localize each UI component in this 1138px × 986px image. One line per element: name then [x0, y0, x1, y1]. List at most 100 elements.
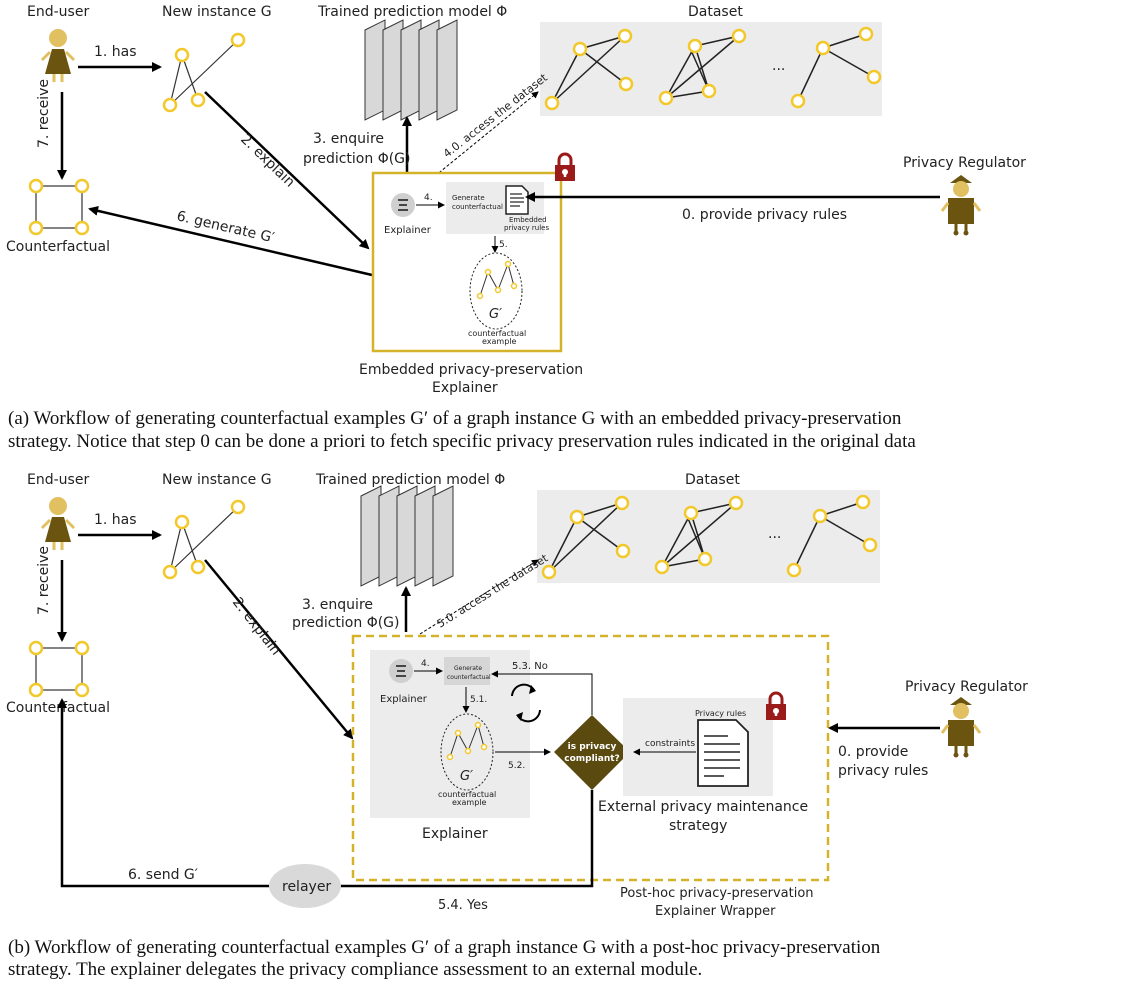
g-prime-label-b: G′: [460, 769, 473, 784]
privacy-regulator-label-b: Privacy Regulator: [905, 679, 1028, 695]
privacy-regulator-label: Privacy Regulator: [903, 155, 1026, 171]
prediction-model-icon-b: [360, 485, 454, 587]
generate-cf-label-1: Generate: [452, 194, 485, 202]
enquire-label-2-b: prediction Φ(G): [292, 615, 399, 631]
dataset-label: Dataset: [688, 4, 743, 20]
privacy-rules-document-icon: [697, 719, 749, 787]
wrapper-label-2: Explainer Wrapper: [655, 904, 776, 919]
provide-rules-label: 0. provide privacy rules: [682, 207, 847, 223]
relayer-node: [269, 864, 341, 908]
has-label: 1. has: [94, 44, 137, 60]
end-user-icon-b: [40, 495, 76, 552]
cf-example-label-1-b: counterfactual: [438, 790, 496, 799]
dataset-panel: ...: [540, 22, 882, 116]
prediction-model-icon: [364, 19, 458, 121]
step4-label: 4.: [424, 193, 433, 203]
explain-arrow: [204, 91, 370, 250]
counterfactual-graph-b: [28, 640, 90, 698]
document-icon: [505, 185, 529, 215]
dataset-label-b: Dataset: [685, 472, 740, 488]
counterfactual-label-b: Counterfactual: [6, 700, 110, 716]
send-path: [57, 698, 269, 888]
refresh-icon: [511, 683, 541, 723]
explain-label: 2. explain: [237, 131, 297, 190]
new-instance-label-b: New instance G: [162, 472, 272, 488]
privacy-rules-label: Privacy rules: [695, 709, 746, 718]
end-user-label: End-user: [27, 4, 89, 20]
caption-a-line-2: strategy. Notice that step 0 can be done…: [8, 431, 916, 452]
access-dataset-arrow-b: [419, 559, 539, 635]
counterfactual-label: Counterfactual: [6, 239, 110, 255]
explain-label-b: 2. explain: [229, 595, 284, 659]
is-privacy-label-1: is privacy: [568, 742, 617, 752]
generate-arrow: [88, 205, 373, 277]
dataset-ellipsis: ...: [772, 58, 785, 74]
counterfactual-graph: [28, 178, 90, 236]
privacy-regulator-icon: [940, 173, 982, 237]
is-privacy-label-2: compliant?: [564, 754, 620, 764]
step52-label: 5.2.: [508, 761, 525, 771]
generate-cf-label-1-b: Generate: [454, 665, 482, 672]
step51-label: 5.1.: [470, 695, 487, 705]
trained-model-label: Trained prediction model Φ: [317, 4, 507, 20]
explainer-label: Explainer: [384, 225, 432, 236]
provide-rules-label-1: 0. provide: [838, 744, 908, 760]
caption-a-line-1: (a) Workflow of generating counterfactua…: [8, 408, 902, 429]
box-title-2: Explainer: [432, 380, 498, 396]
relayer-label: relayer: [282, 879, 331, 895]
receive-label: 7. receive: [36, 79, 52, 148]
send-label: 6. send G′: [128, 867, 198, 883]
cf-example-graph: [476, 260, 518, 300]
post-hoc-wrapper-box: [351, 634, 830, 882]
receive-label-b: 7. receive: [36, 546, 52, 615]
box-title-1: Embedded privacy-preservation: [359, 362, 583, 378]
external-strategy-label-1: External privacy maintenance: [598, 799, 808, 815]
explain-arrow-b: [204, 559, 354, 740]
generate-cf-label-2-b: counterfactual: [447, 674, 491, 681]
new-instance-graph: [162, 32, 246, 113]
cf-example-graph-b: [446, 721, 488, 761]
lock-icon-b: [764, 691, 788, 722]
g-prime-label: G′: [489, 307, 502, 322]
external-strategy-label-2: strategy: [669, 818, 727, 834]
new-instance-graph-b: [162, 499, 246, 580]
cf-example-label-1: counterfactual: [468, 329, 526, 338]
lock-icon: [553, 152, 577, 183]
explainer-icon-b: [388, 658, 414, 684]
cf-example-ellipse-b: [440, 713, 494, 791]
step53-label: 5.3. No: [512, 661, 548, 672]
end-user-label-b: End-user: [27, 472, 89, 488]
dataset-panel-b: ...: [537, 490, 880, 583]
step53-arrow: [491, 670, 593, 715]
has-label-b: 1. has: [94, 512, 137, 528]
cf-example-ellipse: [469, 252, 523, 330]
step54-label: 5.4. Yes: [438, 898, 488, 913]
end-user-icon: [40, 27, 76, 84]
dataset-ellipsis-b: ...: [768, 526, 781, 542]
caption-b-line-1: (b) Workflow of generating counterfactua…: [8, 937, 881, 958]
yes-path: [340, 790, 594, 888]
embedded-rules-label-1: Embedded: [509, 216, 547, 224]
privacy-decision-diamond: [554, 715, 630, 790]
enquire-label-1: 3. enquire: [313, 131, 384, 147]
generate-cf-box: [444, 657, 490, 685]
panel-b: End-user New instance G Trained predicti…: [6, 472, 1028, 980]
explainer-box-label: Explainer: [422, 826, 488, 842]
embedded-rules-label-2: privacy rules: [504, 224, 549, 232]
panel-a: End-user New instance G Trained predicti…: [6, 4, 1026, 452]
generate-cf-label-2: counterfactual: [452, 203, 503, 211]
explainer-icon: [390, 192, 416, 218]
enquire-label-1-b: 3. enquire: [302, 597, 373, 613]
step4-label-b: 4.: [421, 659, 430, 669]
wrapper-label-1: Post-hoc privacy-preservation: [620, 886, 814, 901]
step5-label: 5.: [499, 240, 508, 250]
new-instance-label: New instance G: [162, 4, 272, 20]
cf-example-label-2: example: [482, 337, 517, 346]
provide-rules-label-2: privacy rules: [838, 763, 928, 779]
caption-b-line-2: strategy. The explainer delegates the pr…: [8, 959, 702, 980]
constraints-label: constraints: [645, 739, 695, 749]
enquire-label-2: prediction Φ(G): [303, 151, 410, 167]
trained-model-label-b: Trained prediction model Φ: [315, 472, 505, 488]
explainer-label-b: Explainer: [380, 694, 428, 705]
